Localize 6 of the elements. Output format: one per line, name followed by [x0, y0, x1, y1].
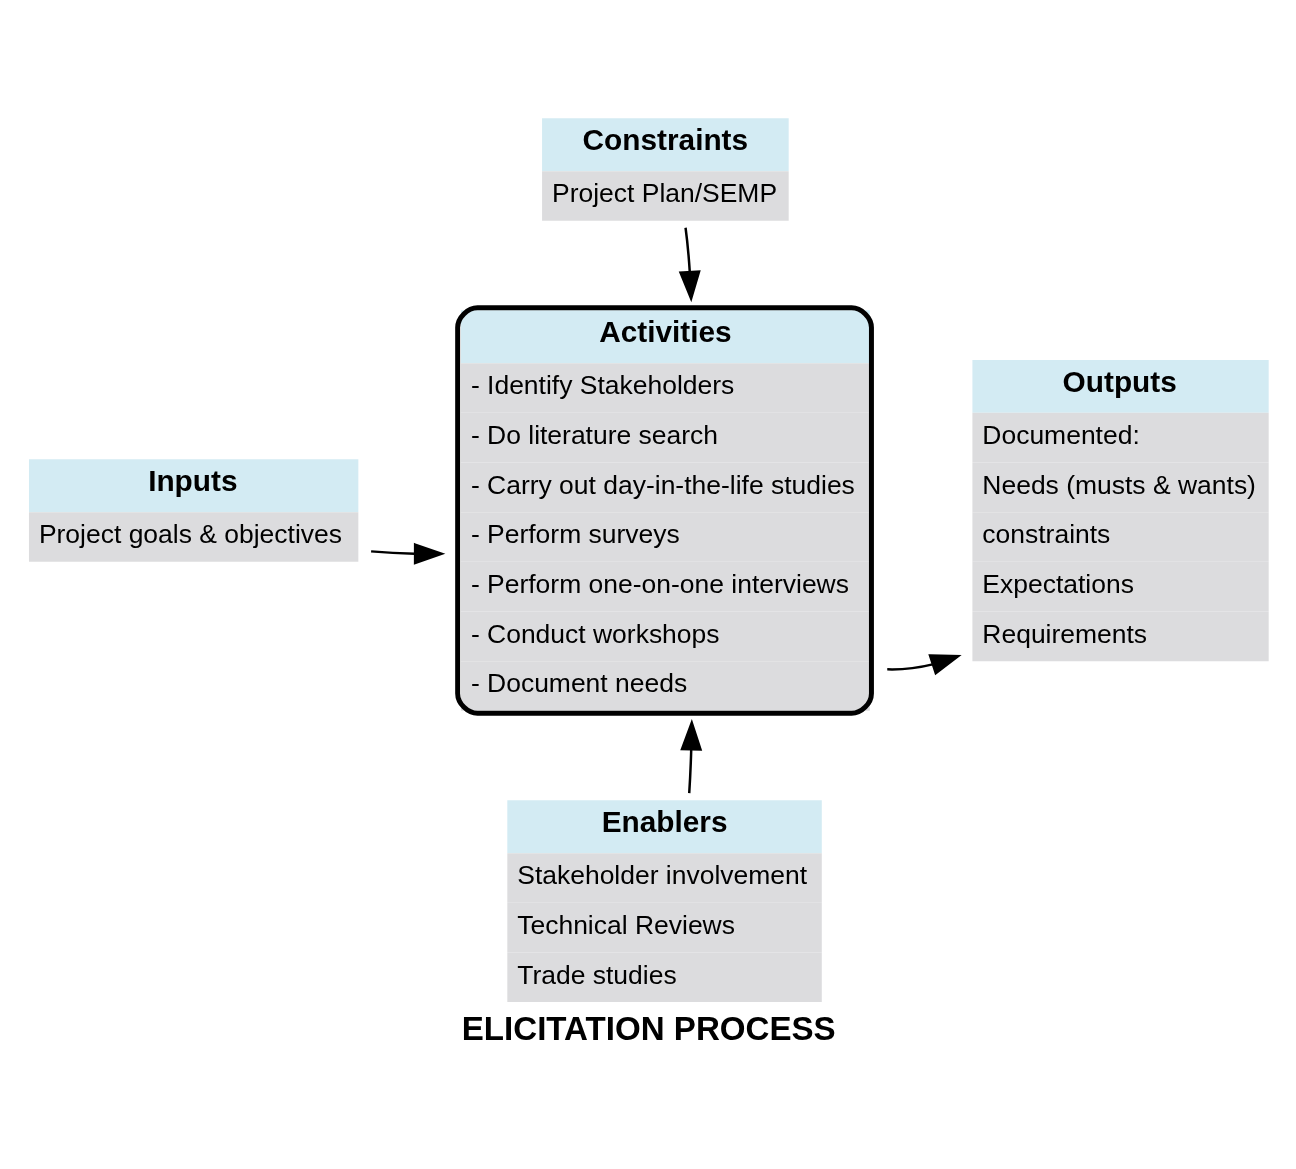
arrow — [678, 227, 701, 302]
caption: ELICITATION PROCESS — [461, 1009, 836, 1047]
arrow — [887, 653, 962, 675]
node-box: Activities - Identify Stakeholders - Do literature search - Carry out day-in-the-life studies - Perform surveys - Perform one-on-one interviews - Conduct workshops - Document needs — [455, 304, 874, 716]
arrow — [371, 542, 446, 565]
arrow — [680, 718, 703, 793]
